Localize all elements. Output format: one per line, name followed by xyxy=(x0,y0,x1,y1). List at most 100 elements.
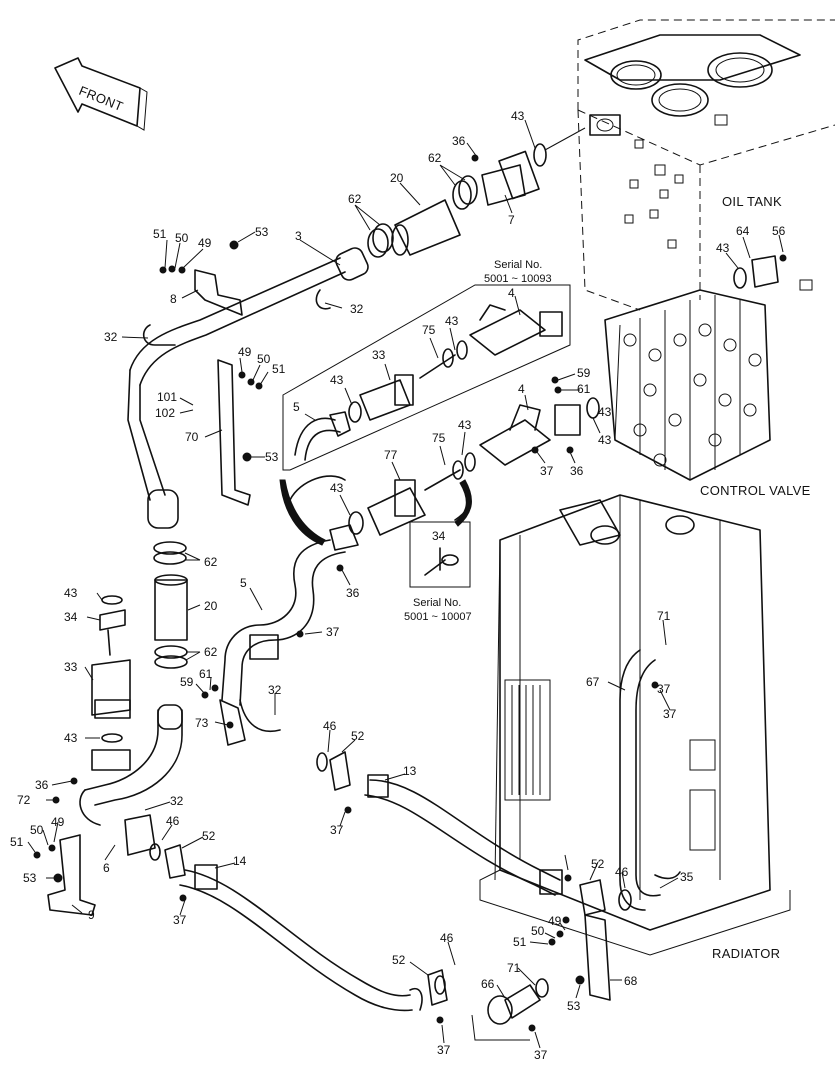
control-valve-label: CONTROL VALVE xyxy=(700,483,811,498)
callout: 37 xyxy=(437,1043,451,1057)
callout: 20 xyxy=(204,599,218,613)
callout: 53 xyxy=(255,225,269,239)
callout: 34 xyxy=(432,529,446,543)
callout: 59 xyxy=(577,366,591,380)
hose-13 xyxy=(364,774,563,896)
callout: 51 xyxy=(153,227,167,241)
callout: 51 xyxy=(513,935,527,949)
callout: 43 xyxy=(458,418,472,432)
callout: 7 xyxy=(508,213,515,227)
callout: 50 xyxy=(30,823,44,837)
callout: 4 xyxy=(508,286,515,300)
callout: 4 xyxy=(518,382,525,396)
callout: 36 xyxy=(570,464,584,478)
callout: 75 xyxy=(422,323,436,337)
callout: 62 xyxy=(428,151,442,165)
callout: 37 xyxy=(173,913,187,927)
serial-variant-10093 xyxy=(282,284,571,471)
callout: 20 xyxy=(390,171,404,185)
callout: 52 xyxy=(392,953,406,967)
callout: 43 xyxy=(445,314,459,328)
hose-14 xyxy=(179,864,423,1012)
callout: 56 xyxy=(772,224,786,238)
callout: 43 xyxy=(330,481,344,495)
callout: 43 xyxy=(598,433,612,447)
assembly-connectors xyxy=(279,479,472,546)
radiator: RADIATOR xyxy=(479,494,791,961)
control-valve: CONTROL VALVE xyxy=(604,289,811,498)
oil-tank: OIL TANK xyxy=(577,19,835,311)
callout: 43 xyxy=(511,109,525,123)
control-valve-ports xyxy=(623,323,762,467)
oil-tank-label: OIL TANK xyxy=(722,194,782,209)
callout: 68 xyxy=(624,974,638,988)
callout: 35 xyxy=(680,870,694,884)
callout: 71 xyxy=(657,609,671,623)
serial-range-1: 5001 ~ 10093 xyxy=(484,273,552,285)
return-line-upper xyxy=(127,127,586,529)
callout: 9 xyxy=(88,908,95,922)
callout: 37 xyxy=(663,707,677,721)
callout: 43 xyxy=(716,241,730,255)
callout: 33 xyxy=(372,348,386,362)
serial-title-2: Serial No. xyxy=(413,597,461,609)
callout: 36 xyxy=(35,778,49,792)
callout: 8 xyxy=(170,292,177,306)
front-label: FRONT xyxy=(77,83,126,114)
callout: 33 xyxy=(64,660,78,674)
callout: 49 xyxy=(238,345,252,359)
callout-numbers: 43 36 62 20 7 51 50 49 53 3 62 32 8 32 4… xyxy=(10,109,786,1062)
callout: 62 xyxy=(204,645,218,659)
callout: 14 xyxy=(233,854,247,868)
callout: 43 xyxy=(64,731,78,745)
callout: 32 xyxy=(170,794,184,808)
callout: 36 xyxy=(346,586,360,600)
callout: 50 xyxy=(257,352,271,366)
callout: 32 xyxy=(268,683,282,697)
callout: 6 xyxy=(103,861,110,875)
callout: 101 xyxy=(157,390,177,404)
serial-title-1: Serial No. xyxy=(494,259,542,271)
callout: 32 xyxy=(104,330,118,344)
callout: 70 xyxy=(185,430,199,444)
callout: 46 xyxy=(166,814,180,828)
callout: 46 xyxy=(440,931,454,945)
left-hose-assembly xyxy=(47,541,188,916)
callout: 71 xyxy=(507,961,521,975)
pipe-5-suction xyxy=(219,539,346,746)
radiator-label: RADIATOR xyxy=(712,946,780,961)
brackets-upper xyxy=(142,269,331,506)
callout: 37 xyxy=(657,682,671,696)
callout: 5 xyxy=(240,576,247,590)
callout: 53 xyxy=(265,450,279,464)
callout: 67 xyxy=(586,675,600,689)
callout: 66 xyxy=(481,977,495,991)
serial-range-2: 5001 ~ 10007 xyxy=(404,611,472,623)
callout: 62 xyxy=(348,192,362,206)
tank-side-flange xyxy=(733,255,779,289)
callout: 43 xyxy=(64,586,78,600)
fasteners xyxy=(33,154,787,1032)
pipe-67 xyxy=(619,649,681,911)
callout: 61 xyxy=(577,382,591,396)
callout: 37 xyxy=(534,1048,548,1062)
callout: 72 xyxy=(17,793,31,807)
callout: 53 xyxy=(23,871,37,885)
callout: 46 xyxy=(615,865,629,879)
front-direction-arrow: FRONT xyxy=(54,57,148,131)
callout: 3 xyxy=(295,229,302,243)
callout: 51 xyxy=(10,835,24,849)
callout: 62 xyxy=(204,555,218,569)
leader-lines xyxy=(27,119,784,1049)
flange-clamps xyxy=(149,751,632,1006)
callout: 13 xyxy=(403,764,417,778)
tank-fittings xyxy=(624,114,813,291)
callout: 51 xyxy=(272,362,286,376)
callout: 50 xyxy=(175,231,189,245)
callout: 43 xyxy=(330,373,344,387)
callout: 61 xyxy=(199,667,213,681)
callout: 49 xyxy=(198,236,212,250)
serial-variant-10007 xyxy=(409,521,471,588)
callout: 50 xyxy=(531,924,545,938)
